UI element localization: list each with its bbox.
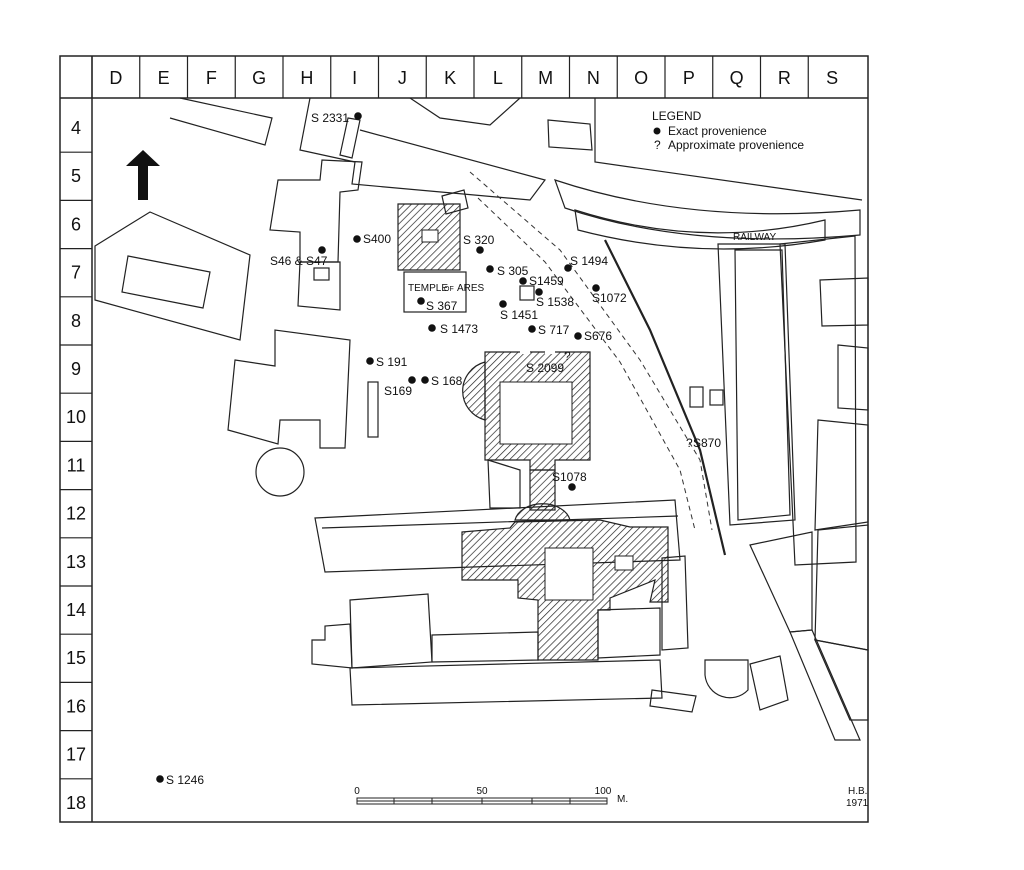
find-dot-s1459: [519, 277, 527, 285]
find-label-s46_47: S46 & S47: [270, 254, 328, 268]
find-label-s168: S 168: [431, 374, 463, 388]
find-label-s1459: S1459: [529, 274, 564, 288]
find-label-s169: S169: [384, 384, 412, 398]
find-dot-s1538: [535, 288, 543, 296]
find-label-s320: S 320: [463, 233, 495, 247]
column-label-l: L: [493, 68, 503, 88]
legend-approx-symbol: ?: [654, 138, 661, 152]
find-dot-s1246: [156, 775, 164, 783]
row-label-15: 15: [66, 648, 86, 668]
find-label-s1078: S1078: [552, 470, 587, 484]
column-label-q: Q: [730, 68, 744, 88]
find-dot-s717: [528, 325, 536, 333]
railway-label: RAILWAY: [733, 232, 776, 243]
temple-label-word2: ARES: [457, 283, 485, 294]
row-label-12: 12: [66, 504, 86, 524]
north-arrow-icon: [126, 150, 160, 200]
scale-tick-0: 0: [354, 786, 360, 797]
row-label-9: 9: [71, 359, 81, 379]
find-label-s676: S676: [584, 329, 612, 343]
scale-tick-100: 100: [595, 786, 612, 797]
find-dot-s168: [421, 376, 429, 384]
find-dot-s320: [476, 246, 484, 254]
row-grid-margin: 4 5 6 7 8 9 10 11 12 13 14 15 16 17 18: [60, 118, 92, 813]
find-label-s1072: S1072: [592, 291, 627, 305]
find-dot-s1494: [564, 264, 572, 272]
column-label-s: S: [826, 68, 838, 88]
find-label-s1451: S 1451: [500, 308, 538, 322]
find-dot-s1072: [592, 284, 600, 292]
row-label-6: 6: [71, 214, 81, 234]
building-outlines: [94, 97, 869, 741]
find-dot-s676: [574, 332, 582, 340]
find-label-s1538: S 1538: [536, 295, 574, 309]
row-label-14: 14: [66, 600, 86, 620]
find-label-s2099: S 2099: [526, 361, 564, 375]
scale-unit: M.: [617, 794, 628, 805]
find-label-s2331: S 2331: [311, 111, 349, 125]
row-label-16: 16: [66, 696, 86, 716]
find-dot-s2331: [354, 112, 362, 120]
find-label-s191: S 191: [376, 355, 408, 369]
legend: LEGEND Exact provenience ? Approximate p…: [652, 109, 804, 152]
column-grid-header: D E F G H I J K L M N O P Q R S: [91, 56, 838, 98]
column-label-g: G: [252, 68, 266, 88]
row-label-5: 5: [71, 166, 81, 186]
find-dot-s400: [353, 235, 361, 243]
column-label-o: O: [634, 68, 648, 88]
temple-label-of: OF: [444, 286, 454, 293]
find-label-s870: S870: [693, 436, 721, 450]
find-label-s1246: S 1246: [166, 773, 204, 787]
column-label-h: H: [300, 68, 313, 88]
column-label-p: P: [683, 68, 695, 88]
find-dot-s1473: [428, 324, 436, 332]
credit-year: 1971: [846, 798, 869, 809]
find-dot-s1078: [568, 483, 576, 491]
column-label-f: F: [206, 68, 217, 88]
find-label-s717: S 717: [538, 323, 570, 337]
approx-marker-s870: ?: [686, 436, 693, 450]
dashed-road-lines: [469, 171, 727, 556]
column-label-m: M: [538, 68, 553, 88]
row-label-7: 7: [71, 263, 81, 283]
find-label-s1494: S 1494: [570, 254, 608, 268]
scale-bar: 0 50 100 M.: [354, 786, 628, 805]
column-label-r: R: [778, 68, 791, 88]
credit-initials: H.B.: [848, 786, 867, 797]
column-label-n: N: [587, 68, 600, 88]
find-dot-s46_47: [318, 246, 326, 254]
scale-tick-50: 50: [476, 786, 488, 797]
legend-exact-label: Exact provenience: [668, 124, 767, 138]
find-dot-s169: [408, 376, 416, 384]
row-label-10: 10: [66, 407, 86, 427]
find-label-s1473: S 1473: [440, 322, 478, 336]
row-label-4: 4: [71, 118, 81, 138]
legend-approx-label: Approximate provenience: [668, 138, 804, 152]
column-label-i: I: [352, 68, 357, 88]
find-dot-s191: [366, 357, 374, 365]
row-label-11: 11: [67, 455, 86, 475]
column-label-j: J: [398, 68, 407, 88]
row-label-8: 8: [71, 311, 81, 331]
column-label-k: K: [444, 68, 456, 88]
approx-marker-s2099: ?: [564, 349, 571, 363]
temple-label-word1: TEMPLE: [408, 283, 448, 294]
find-label-s305: S 305: [497, 264, 529, 278]
find-label-s400: S400: [363, 232, 391, 246]
find-dot-s305: [486, 265, 494, 273]
find-label-s367: S 367: [426, 299, 458, 313]
row-label-13: 13: [66, 552, 86, 572]
legend-title: LEGEND: [652, 109, 702, 123]
column-label-d: D: [109, 68, 122, 88]
exact-provenience-icon: [653, 127, 661, 135]
map-frame: [59, 55, 869, 823]
column-label-e: E: [158, 68, 170, 88]
find-dot-s1451: [499, 300, 507, 308]
find-dot-s367: [417, 297, 425, 305]
row-label-18: 18: [66, 793, 86, 813]
row-label-17: 17: [66, 745, 86, 765]
